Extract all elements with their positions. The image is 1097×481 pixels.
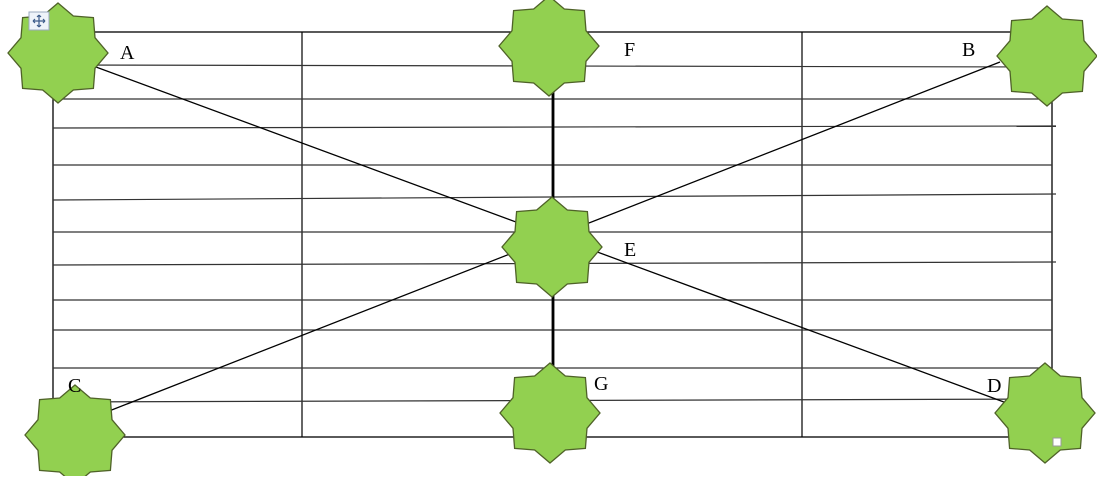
table-move-handle[interactable] [28,11,50,31]
node-label-a: A [120,42,135,64]
node-c[interactable] [24,384,126,481]
move-arrows-icon [32,14,46,28]
star-shape[interactable] [996,5,1097,107]
node-g[interactable] [499,362,601,464]
star-nodes [7,0,1097,481]
node-f[interactable] [498,0,600,97]
table-row-line [52,193,1057,201]
table-row-line [52,125,1057,129]
table-resize-handle[interactable] [1052,437,1062,447]
node-label-c: C [68,375,81,397]
node-label-f: F [624,39,635,61]
node-label-d: D [987,375,1001,397]
star-shape[interactable] [24,384,126,481]
star-shape[interactable] [499,362,601,464]
node-label-e: E [624,239,636,261]
star-shape[interactable] [994,362,1096,464]
node-e[interactable] [501,196,603,298]
node-label-b: B [962,39,975,61]
table-handles [28,11,1062,447]
star-shape[interactable] [7,2,109,104]
node-label-g: G [594,373,608,395]
node-b[interactable] [996,5,1097,107]
node-a[interactable] [7,2,109,104]
star-shape[interactable] [498,0,600,97]
star-shape[interactable] [501,196,603,298]
node-labels: A F B E C G D [68,39,1001,397]
node-d[interactable] [994,362,1096,464]
